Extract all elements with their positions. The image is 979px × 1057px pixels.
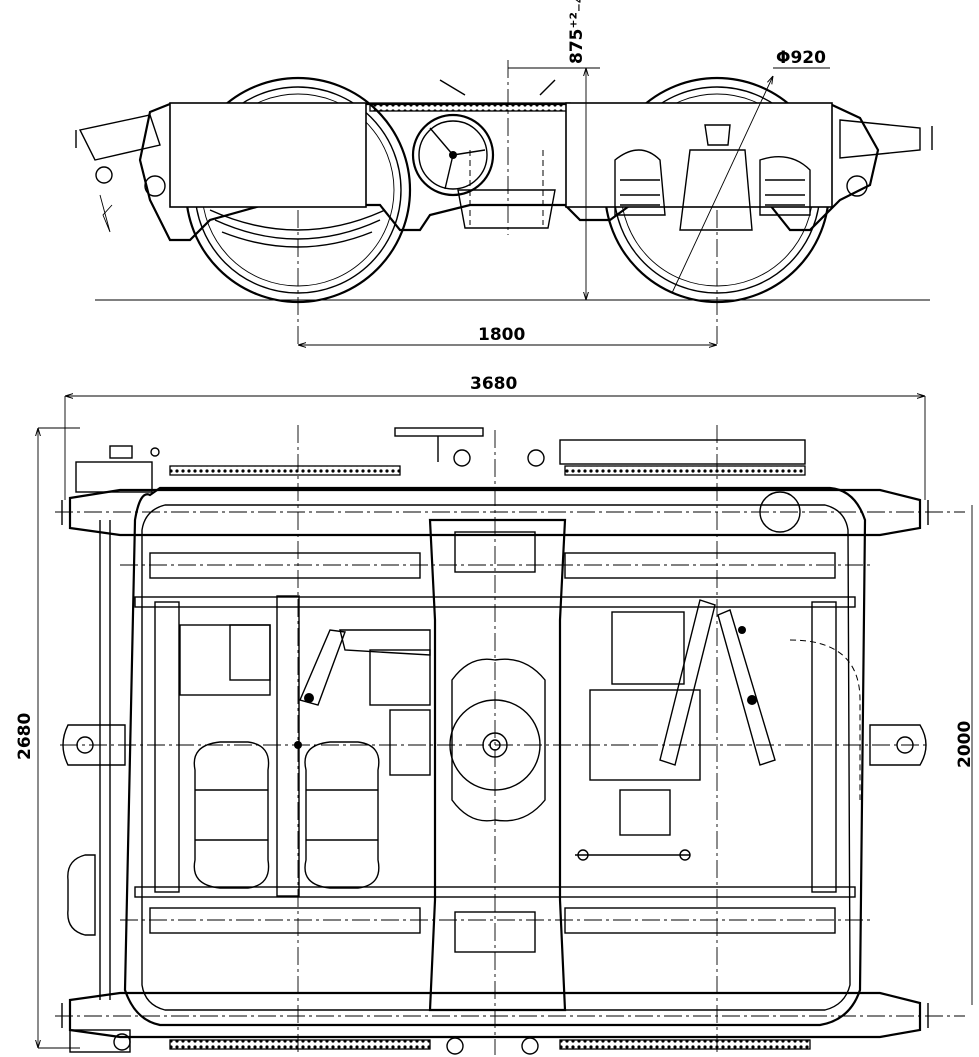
gauge-width-label: 2000 <box>955 721 975 768</box>
side-frame <box>138 102 880 242</box>
left-brake-head <box>75 114 166 233</box>
bolts <box>294 449 757 1055</box>
gauge-width-dimension: 2000 <box>955 505 975 1005</box>
top-axle <box>55 488 965 537</box>
bottom-left-fitting <box>69 1029 131 1053</box>
right-axlebox-cover <box>565 102 833 208</box>
overall-length-dimension: 3680 <box>64 374 926 500</box>
wheelbase-label: 1800 <box>478 325 525 345</box>
left-side-members <box>154 595 431 897</box>
left-springs <box>209 209 386 345</box>
left-air-springs <box>193 741 380 889</box>
handbrake-wheel <box>411 79 556 197</box>
wheel-diameter-dimension: Φ920 <box>671 48 830 294</box>
left-pivot <box>62 724 126 766</box>
side-view: 875⁺²₋₄ Φ920 1800 <box>75 0 933 345</box>
bogie-frame <box>123 486 867 1027</box>
right-pivot <box>869 724 927 766</box>
top-view: 3680 2680 2000 <box>15 374 975 1055</box>
right-axlebox-detail <box>614 124 811 345</box>
left-pull-rod <box>67 520 111 1000</box>
height-dimension: 875⁺²₋₄ <box>508 0 600 300</box>
height-dimension-label: 875⁺²₋₄ <box>567 0 587 64</box>
right-brake-head <box>839 119 933 197</box>
overall-width-label: 2680 <box>15 713 35 760</box>
left-axlebox-cover <box>169 102 367 208</box>
right-side-members <box>575 599 861 893</box>
top-left-fitting <box>75 445 160 493</box>
wheel-diameter-label: Φ920 <box>776 48 826 68</box>
bolster-block <box>457 60 556 235</box>
bottom-axle <box>55 991 965 1039</box>
wheelbase-dimension: 1800 <box>298 325 717 345</box>
overall-length-label: 3680 <box>470 374 517 394</box>
central-bolster <box>428 430 567 1055</box>
brake-rods <box>169 427 811 1050</box>
overall-width-dimension: 2680 <box>15 427 80 1049</box>
